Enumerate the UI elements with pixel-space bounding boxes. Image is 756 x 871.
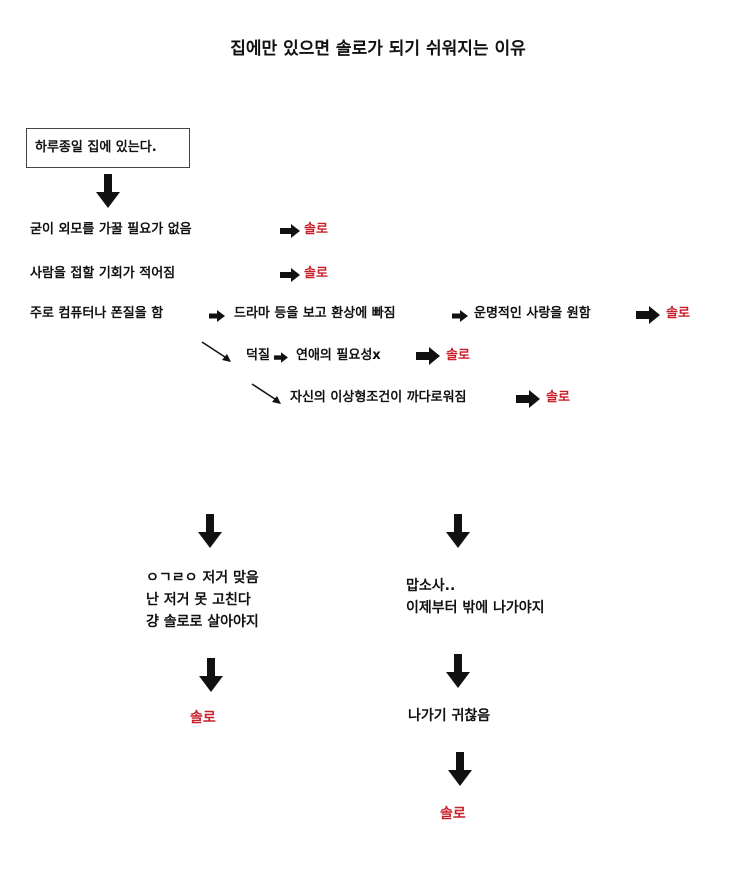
sub-step-picky: 자신의 이상형조건이 까다로워짐 — [290, 390, 467, 405]
right-arrow-icon — [274, 352, 288, 363]
left-line-1: ㅇㄱㄹㅇ 저거 맞음 — [146, 570, 259, 586]
page-title: 집에만 있으면 솔로가 되기 쉬워지는 이유 — [230, 39, 526, 59]
down-arrow-icon — [198, 514, 222, 548]
chain-step-drama: 드라마 등을 보고 환상에 빠짐 — [234, 306, 396, 321]
right-line-2: 이제부터 밖에 나가야지 — [406, 600, 545, 616]
right-line-1: 맙소사.. — [406, 578, 456, 594]
right-arrow-icon — [209, 310, 225, 322]
left-line-2: 난 저거 못 고친다 — [146, 592, 251, 608]
chain-step-computer: 주로 컴퓨터나 폰질을 함 — [30, 306, 164, 321]
down-arrow-icon — [446, 654, 470, 688]
chain-step-destiny: 운명적인 사랑을 원함 — [474, 306, 591, 321]
left-line-3: 걍 솔로로 살아야지 — [146, 614, 259, 630]
down-arrow-icon — [448, 752, 472, 786]
right-arrow-icon — [280, 224, 300, 238]
result-solo: 솔로 — [304, 266, 328, 281]
result-solo: 솔로 — [190, 710, 216, 726]
down-arrow-icon — [96, 174, 120, 208]
right-line-3: 나가기 귀찮음 — [408, 708, 491, 724]
branch-text-1: 굳이 외모를 가꿀 필요가 없음 — [30, 222, 192, 237]
right-arrow-icon — [416, 347, 440, 365]
right-arrow-icon — [636, 306, 660, 324]
right-arrow-icon — [280, 268, 300, 282]
result-solo: 솔로 — [304, 222, 328, 237]
right-arrow-icon — [516, 390, 540, 408]
down-arrow-icon — [446, 514, 470, 548]
result-solo: 솔로 — [546, 390, 570, 405]
result-solo: 솔로 — [446, 348, 470, 363]
sub-step-no-need: 연애의 필요성x — [296, 348, 381, 363]
result-solo: 솔로 — [666, 306, 690, 321]
right-arrow-icon — [452, 310, 468, 322]
down-arrow-icon — [199, 658, 223, 692]
start-box: 하루종일 집에 있는다. — [26, 128, 190, 168]
diagonal-arrow-icon — [251, 383, 281, 404]
diagonal-arrow-icon — [201, 341, 231, 362]
flowchart-panel — [22, 112, 710, 852]
sub-step-otaku: 덕질 — [246, 348, 270, 363]
branch-text-2: 사람을 접할 기회가 적어짐 — [30, 266, 176, 281]
result-solo: 솔로 — [440, 806, 466, 822]
